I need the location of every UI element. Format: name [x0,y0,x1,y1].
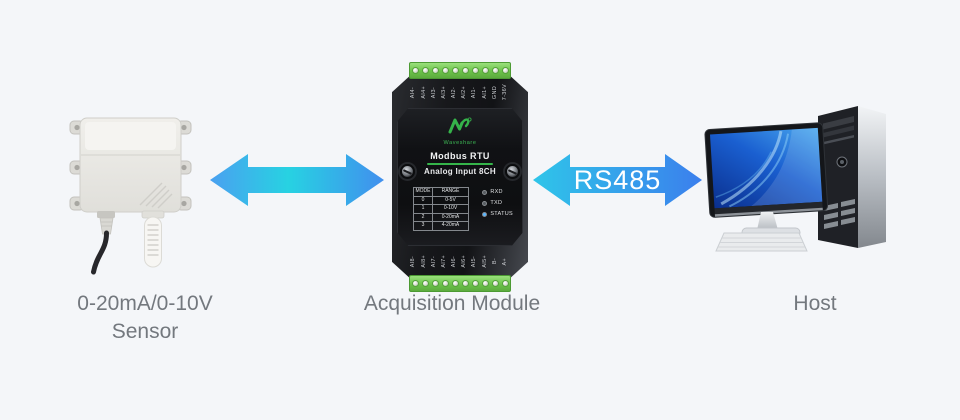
brand-name: Waveshare [443,140,477,146]
divider [427,163,493,165]
keyboard [715,232,808,252]
pin-label: AI4- [410,86,417,99]
pin-label: AI1+ [481,86,488,99]
module-caption: Acquisition Module [363,292,541,315]
led-indicators: RXD TXD STATUS [482,189,513,231]
sensor-probe [141,210,165,268]
terminal-screw [481,280,489,287]
terminal-screw [421,280,429,287]
pin-label: AI8+ [420,255,427,268]
sensor-vent-lines [139,182,173,209]
terminal-block-top [409,62,511,79]
waveshare-logo-icon [448,117,472,134]
table-header-cell: RANGE [433,188,468,197]
pin-label: AI8- [410,255,417,268]
pin-label: AI6+ [461,255,468,268]
host-computer-illustration [704,106,886,252]
sensor-illustration [69,117,192,275]
sensor-to-module-arrow [210,154,384,206]
pin-label: AI4+ [420,86,427,99]
case-screw-left [400,164,415,179]
sensor-caption: 0-20mA/0-10V Sensor [77,290,212,347]
pin-label: AI7+ [440,255,447,268]
led-indicator: TXD [482,200,513,206]
host-caption: Host [793,292,837,315]
monitor-screen [709,127,823,209]
terminal-screw [471,67,479,74]
led-label: STATUS [490,211,513,217]
led-label: TXD [490,200,503,206]
monitor-stand [757,212,778,230]
terminal-screw [481,67,489,74]
table-header-cell: MODE [414,188,433,197]
sensor-caption-line1: 0-20mA/0-10V [77,292,213,315]
case-screw-right [505,164,520,179]
acquisition-module-illustration: AI4-AI4+AI3-AI3+ AI2-AI2+AI1-AI1+GND 7-36V… [392,62,528,292]
terminal-screw [501,280,509,287]
pin-labels-bottom: AI8-AI8+AI7-AI7+ AI6-AI6+AI5-AI5+B- A+ [409,248,511,275]
terminal-screw [431,280,439,287]
pin-label: AI3- [430,86,437,99]
pin-label: B- [491,258,498,265]
terminal-screw [451,67,459,74]
pin-label: AI3+ [440,86,447,99]
led-dot [482,189,488,195]
terminal-screw [471,280,479,287]
tower-case [818,106,886,248]
terminal-screw [411,67,419,74]
led-dot [482,211,488,217]
pin-label: AI7- [430,255,437,268]
terminal-screw [491,280,499,287]
sensor-cable-gland [97,211,115,235]
terminal-screw [411,280,419,287]
terminal-screw [441,67,449,74]
sensor-caption-line2: Sensor [111,320,179,344]
module-model-line1: Modbus RTU [430,151,490,161]
terminal-screw [431,67,439,74]
module-faceplate [397,108,523,246]
terminal-screw [491,67,499,74]
led-label: RXD [490,189,503,195]
terminal-screw [441,280,449,287]
monitor [704,122,829,218]
terminal-screw [501,67,509,74]
terminal-screw [461,67,469,74]
pin-label: AI1- [471,86,478,99]
terminal-screw [461,280,469,287]
pin-label: AI5- [471,255,478,268]
pin-label: AI6- [451,255,458,268]
pin-label: GND [491,85,498,100]
module-to-host-arrow: RS485 [533,154,702,206]
pin-label: AI2+ [461,86,468,99]
terminal-screw [451,280,459,287]
pin-label: A+ [502,257,509,266]
terminal-screw [421,67,429,74]
sensor-cable [91,230,109,275]
led-indicator: RXD [482,189,513,195]
led-dot [482,200,488,206]
rs485-label: RS485 [574,165,662,195]
led-indicator: STATUS [482,211,513,217]
pin-label: 7-36V [502,84,509,101]
pin-label: AI2- [451,86,458,99]
module-branding: Waveshare Modbus RTU Analog Input 8CH [392,117,528,176]
pin-label: AI5+ [481,255,488,268]
terminal-block-bottom [409,275,511,292]
module-model-line2: Analog Input 8CH [424,167,496,176]
pin-labels-top: AI4-AI4+AI3-AI3+ AI2-AI2+AI1-AI1+GND 7-36V [409,79,511,106]
